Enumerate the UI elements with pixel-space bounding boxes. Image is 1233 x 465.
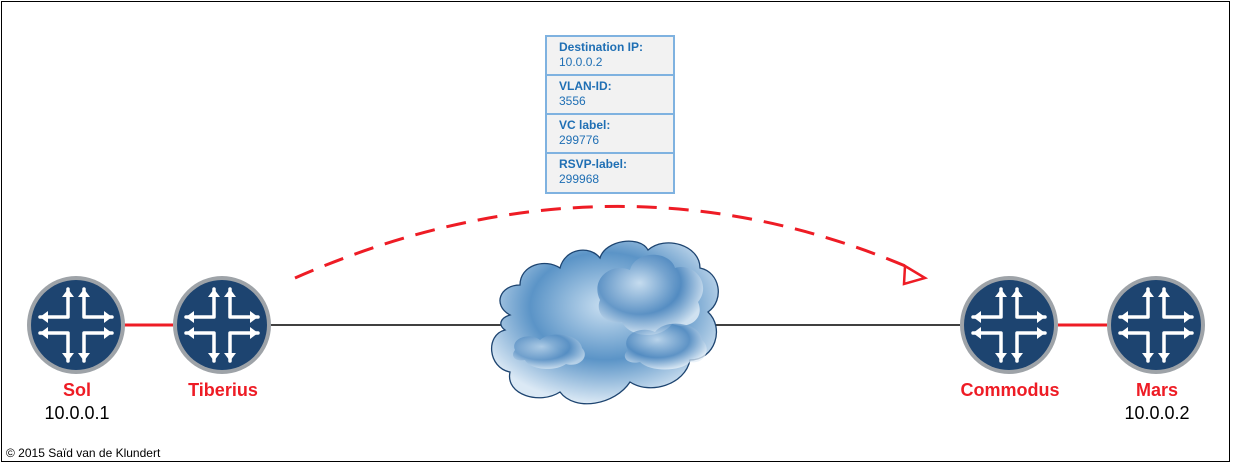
header-field-value: 10.0.0.2 <box>559 55 603 69</box>
header-field-value: 299776 <box>559 133 600 147</box>
header-field-name: VC label: <box>559 118 611 132</box>
copyright-text: © 2015 Saïd van de Klundert <box>6 446 161 460</box>
header-field-name: Destination IP: <box>559 40 644 54</box>
packet-header-table: Destination IP: 10.0.0.2 VLAN-ID: 3556 V… <box>545 35 675 194</box>
router-commodus-icon <box>958 274 1060 376</box>
lsp-arrowhead <box>902 263 929 286</box>
header-row-rsvp-label: RSVP-label: 299968 <box>547 154 673 192</box>
router-sol-icon <box>25 274 127 376</box>
header-row-vc-label: VC label: 299776 <box>547 115 673 154</box>
node-ip-sol: 10.0.0.1 <box>44 403 110 423</box>
header-field-name: VLAN-ID: <box>559 79 612 93</box>
node-label-sol: Sol <box>62 380 91 400</box>
lsp-path-arrow <box>294 205 911 280</box>
header-row-destination-ip: Destination IP: 10.0.0.2 <box>547 37 673 76</box>
network-cloud-icon <box>490 240 719 405</box>
router-tiberius-icon <box>171 274 273 376</box>
node-label-tiberius: Tiberius <box>188 380 258 400</box>
router-mars-icon <box>1105 274 1207 376</box>
node-ip-mars: 10.0.0.2 <box>1124 403 1190 423</box>
header-field-name: RSVP-label: <box>559 157 628 171</box>
header-row-vlan-id: VLAN-ID: 3556 <box>547 76 673 115</box>
node-label-commodus: Commodus <box>960 380 1060 400</box>
header-field-value: 3556 <box>559 94 586 108</box>
node-label-mars: Mars <box>1135 380 1179 400</box>
header-field-value: 299968 <box>559 172 600 186</box>
